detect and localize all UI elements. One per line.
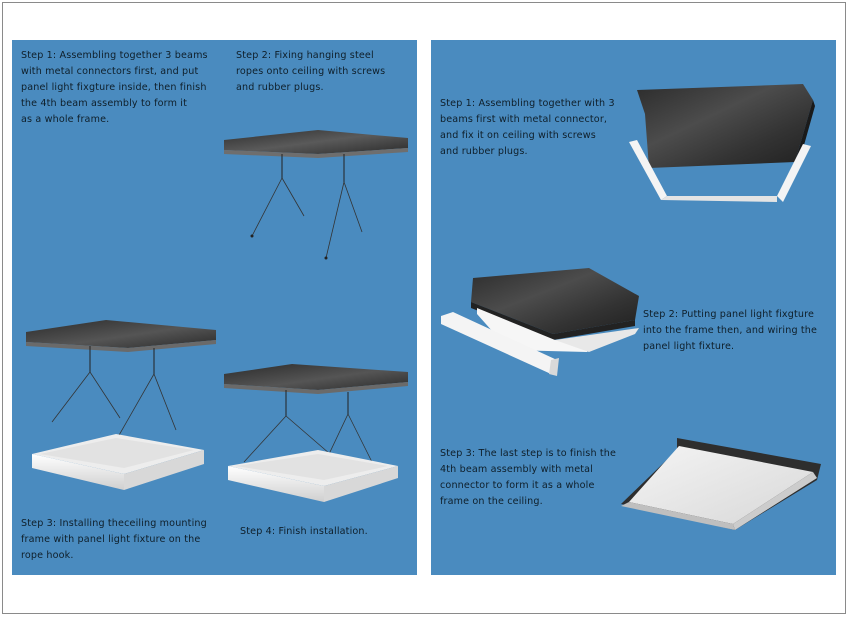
- right-step1-illustration: [629, 84, 815, 202]
- right-step3-illustration: [621, 438, 821, 530]
- left-step4-text: Step 4: Finish installation.: [240, 526, 368, 537]
- left-instruction-panel: Step 1: Assembling together 3 beams with…: [12, 40, 417, 575]
- left-step3-text: Step 3: Installing theceiling mounting f…: [21, 518, 207, 561]
- left-step1-text: Step 1: Assembling together 3 beams with…: [21, 50, 208, 125]
- right-step1-text: Step 1: Assembling together with 3 beams…: [440, 98, 615, 157]
- right-step2-illustration: [441, 268, 639, 376]
- left-step3-illustration: [26, 320, 216, 490]
- left-step2-ceiling-illustration: [224, 130, 408, 260]
- right-step3-text: Step 3: The last step is to finish the 4…: [440, 448, 617, 507]
- right-instruction-panel: Step 1: Assembling together with 3 beams…: [431, 40, 836, 575]
- right-step2-text: Step 2: Putting panel light fixgture int…: [643, 309, 818, 352]
- left-step4-illustration: [224, 364, 408, 502]
- left-step2-text: Step 2: Fixing hanging steel ropes onto …: [236, 50, 386, 93]
